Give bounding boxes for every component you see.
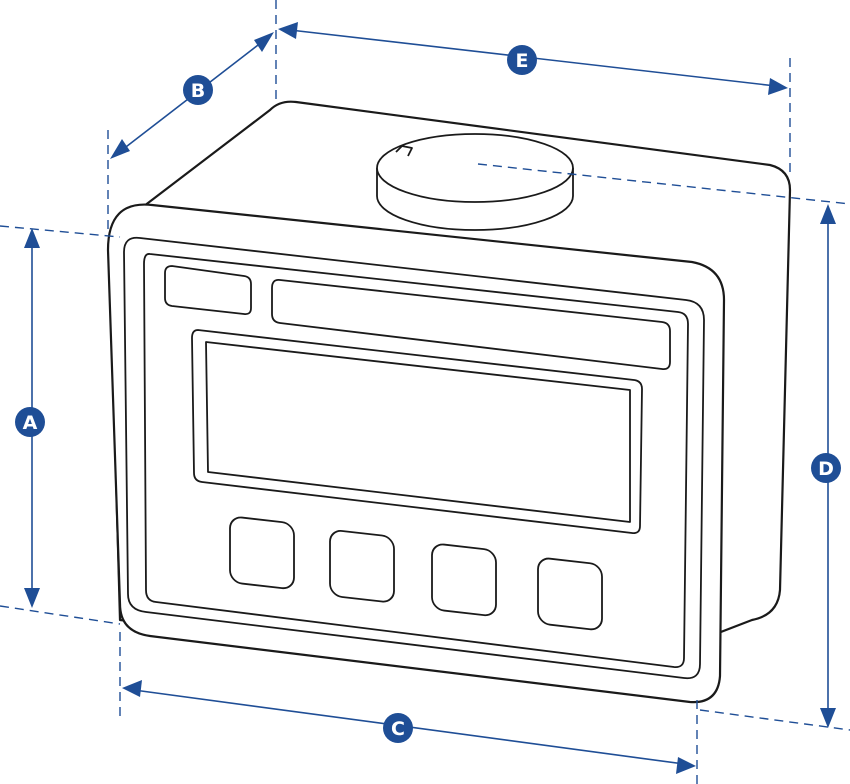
badge-d: D [811, 453, 841, 483]
badge-e: E [507, 45, 537, 75]
top-knob [376, 133, 574, 231]
button-2 [329, 529, 395, 603]
long-label-window [271, 279, 671, 371]
svg-text:A: A [23, 412, 38, 434]
badge-a: A [15, 407, 45, 437]
dimension-d [477, 163, 850, 731]
button-4 [537, 557, 603, 631]
enclosure-body [106, 100, 792, 704]
badge-c: C [383, 713, 413, 743]
svg-text:D: D [818, 458, 834, 480]
badge-b: B [183, 75, 213, 105]
svg-text:C: C [391, 718, 405, 740]
small-label-window [164, 265, 252, 316]
svg-text:E: E [516, 50, 529, 72]
button-3 [431, 543, 497, 617]
button-1 [229, 516, 295, 590]
dimension-a [0, 225, 121, 625]
display-window [191, 329, 643, 535]
svg-text:B: B [191, 80, 205, 102]
